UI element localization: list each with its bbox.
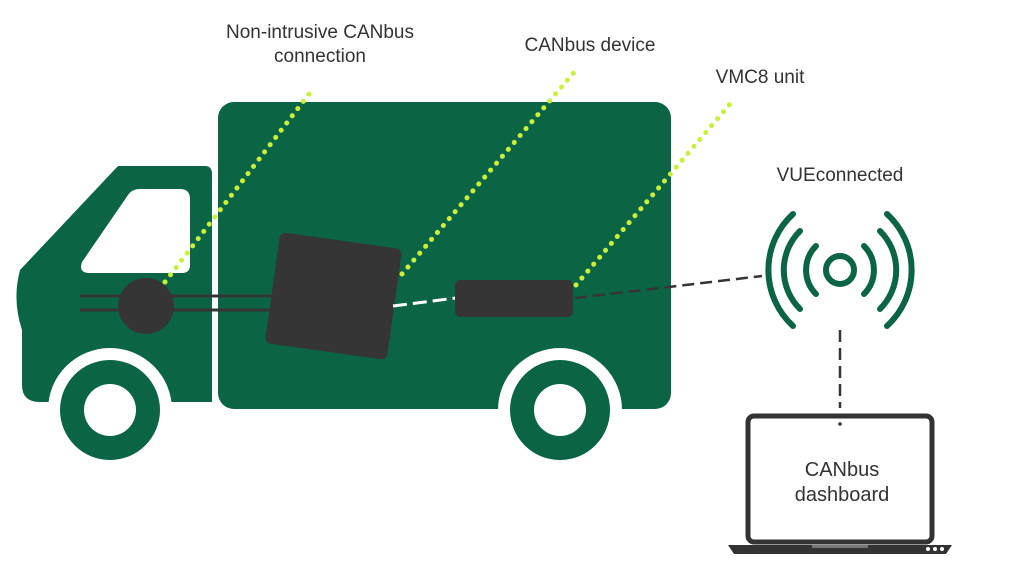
label-vmc8-unit: VMC8 unit [715,67,805,88]
label-canbus-connection-line2: connection [274,46,366,67]
truck-window [81,189,190,273]
label-dashboard-line1: CANbus [804,459,880,481]
laptop-camera [838,422,842,426]
vmc8-to-cloud-link [574,274,763,300]
rear-hub [534,384,586,436]
label-vueconnected: VUEconnected [776,165,904,186]
leader-vmc8 [573,101,733,288]
front-hub [84,384,136,436]
leader-canbus-connection [162,87,315,285]
label-canbus-device: CANbus device [524,35,656,56]
vmc8-unit [455,280,573,317]
laptop-base [728,545,952,554]
laptop-screen-frame [745,413,935,545]
leader-canbus-device [399,67,579,277]
leader-lines [162,67,733,288]
canbus-wiring [80,294,272,312]
laptop-icon [728,413,952,554]
device-link [392,296,457,308]
laptop-trackpad-notch [812,545,868,548]
label-dashboard-line2: dashboard [794,484,890,506]
label-canbus-connection-line1: Non-intrusive CANbus [226,22,414,43]
label-canbus-connection: Non-intrusive CANbus connection [180,21,460,69]
canbus-device [265,232,402,360]
label-canbus-dashboard: CANbus dashboard [762,458,922,508]
wireless-signal-icon [765,211,915,329]
canbus-connector [118,278,174,334]
